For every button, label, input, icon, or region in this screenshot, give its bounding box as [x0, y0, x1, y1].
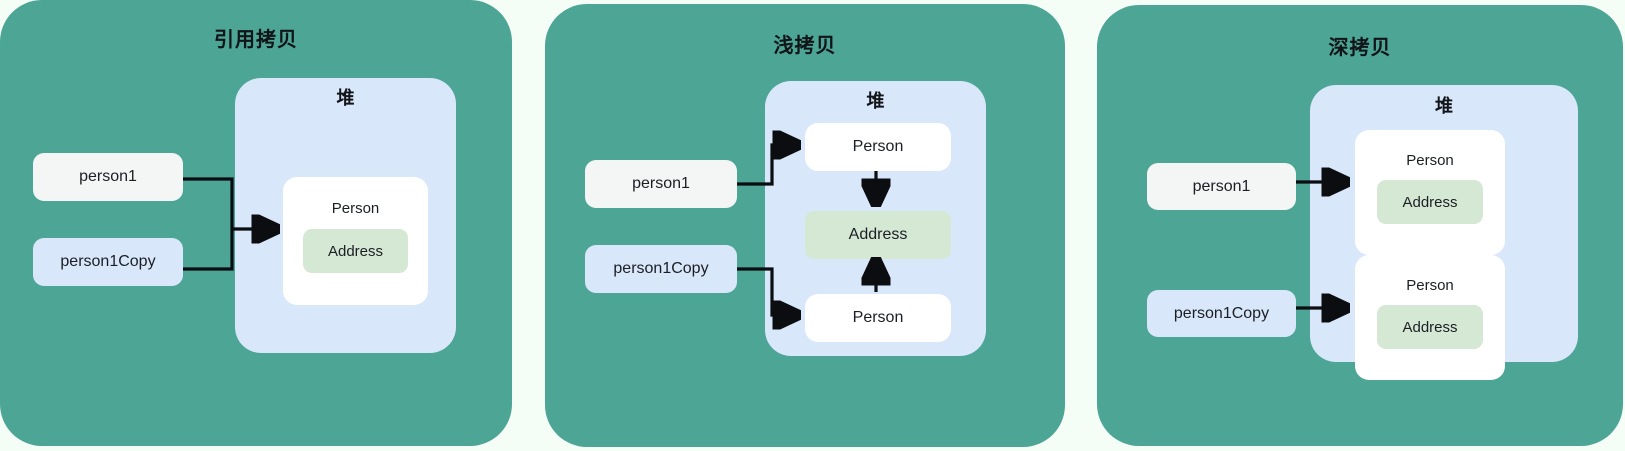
variable-label: person1Copy	[613, 260, 709, 277]
panel-title: 深拷贝	[1328, 37, 1392, 59]
variable-person1: person1	[1147, 163, 1296, 210]
panel-reference-copy: 引用拷贝 堆 Person Address person1 person1Cop…	[0, 0, 512, 446]
object-label: Person	[1406, 152, 1454, 169]
variable-person1: person1	[33, 153, 183, 201]
heap-title: 堆	[1435, 96, 1453, 116]
variable-label: person1	[1192, 177, 1251, 195]
object-card-person: Person Address	[283, 177, 428, 305]
heap-region: 堆 Person Address Person	[765, 81, 986, 356]
heap-region: 堆 Person Address	[235, 78, 456, 353]
object-person-bottom: Person	[805, 294, 951, 342]
object-card-person-bottom: Person Address	[1355, 255, 1505, 380]
heap-region: 堆 Person Address Person Address	[1310, 85, 1578, 380]
variable-person1copy: person1Copy	[33, 238, 183, 286]
object-label: Person	[852, 309, 904, 326]
object-person-top: Person	[805, 123, 951, 171]
variable-label: person1Copy	[60, 253, 156, 270]
variable-label: person1	[632, 175, 690, 192]
heap-title: 堆	[866, 91, 885, 111]
object-card-person-top: Person Address	[1355, 130, 1505, 255]
heap-title: 堆	[336, 88, 355, 108]
variable-person1copy: person1Copy	[1147, 290, 1296, 337]
panel-shallow-copy: 浅拷贝 堆 Person Address Person person1 pers…	[545, 4, 1065, 447]
panel-title: 浅拷贝	[773, 35, 837, 57]
variable-person1copy: person1Copy	[585, 245, 737, 293]
variable-person1: person1	[585, 160, 737, 208]
variable-label: person1	[79, 168, 137, 185]
object-label: Person	[1406, 277, 1454, 294]
variable-label: person1Copy	[1173, 304, 1270, 322]
address-chip: Address	[1377, 180, 1483, 224]
shared-address-box: Address	[805, 211, 951, 259]
address-chip: Address	[1377, 305, 1483, 349]
address-label: Address	[848, 226, 908, 243]
address-chip: Address	[303, 229, 408, 273]
panel-title: 引用拷贝	[214, 29, 298, 51]
object-label: Person	[852, 138, 904, 155]
panel-deep-copy: 深拷贝 堆 Person Address Person Address pers…	[1097, 5, 1623, 446]
object-label: Person	[331, 200, 380, 217]
